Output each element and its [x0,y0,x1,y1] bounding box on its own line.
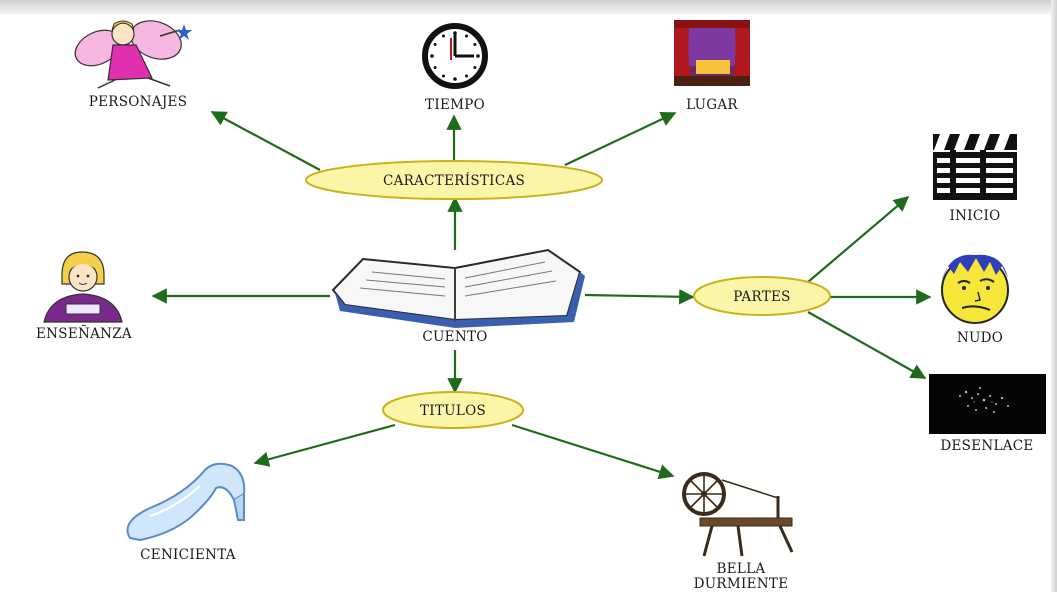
leaf-cenicienta-label: CENICIENTA [140,547,236,563]
hub-partes-label: PARTES [733,289,790,305]
leaf-tiempo-label: TIEMPO [425,97,485,113]
hub-titulos: TITULOS [382,391,524,429]
arrow-caracteristicas-lugar [564,111,677,166]
leaf-nudo-label: NUDO [957,330,1003,346]
arrow-caracteristicas-personajes [210,111,321,171]
window-right-edge [1051,0,1057,592]
hub-partes: PARTES [693,276,831,316]
clock-icon [422,23,488,89]
arrow-partes-inicio [807,196,910,283]
leaf-lugar-label: LUGAR [686,97,738,113]
leaf-inicio-label: INICIO [949,208,1000,224]
arrow-partes-desenlace [807,311,927,379]
arrow-titulos-bella [511,423,675,480]
leaf-personajes-label: PERSONAJES [89,94,188,110]
theater-stage-icon [674,20,750,86]
hub-titulos-label: TITULOS [420,403,486,419]
sparkle-dark-icon [929,374,1046,434]
arrow-titulos-cenicienta [253,423,396,467]
leaf-bella-line1-label: BELLA [717,561,766,577]
spinning-wheel-icon [682,472,794,557]
glass-slipper-icon [126,462,246,542]
leaf-desenlace-label: DESENLACE [940,438,1033,454]
teacher-icon [43,251,123,323]
hub-caracteristicas-label: CARACTERÍSTICAS [383,173,525,189]
leaf-ensenanza-label: ENSEÑANZA [36,326,132,342]
worried-face-icon [941,254,1009,324]
clapperboard-icon [933,134,1017,200]
fairy-icon [74,20,192,89]
open-book-icon [331,248,585,328]
arrow-cuento-partes [584,289,695,305]
leaf-bella-line2-label: DURMIENTE [694,576,789,592]
hub-caracteristicas: CARACTERÍSTICAS [305,160,603,200]
center-label: CUENTO [422,329,487,345]
arrows [151,111,932,480]
window-top-edge [0,0,1057,14]
